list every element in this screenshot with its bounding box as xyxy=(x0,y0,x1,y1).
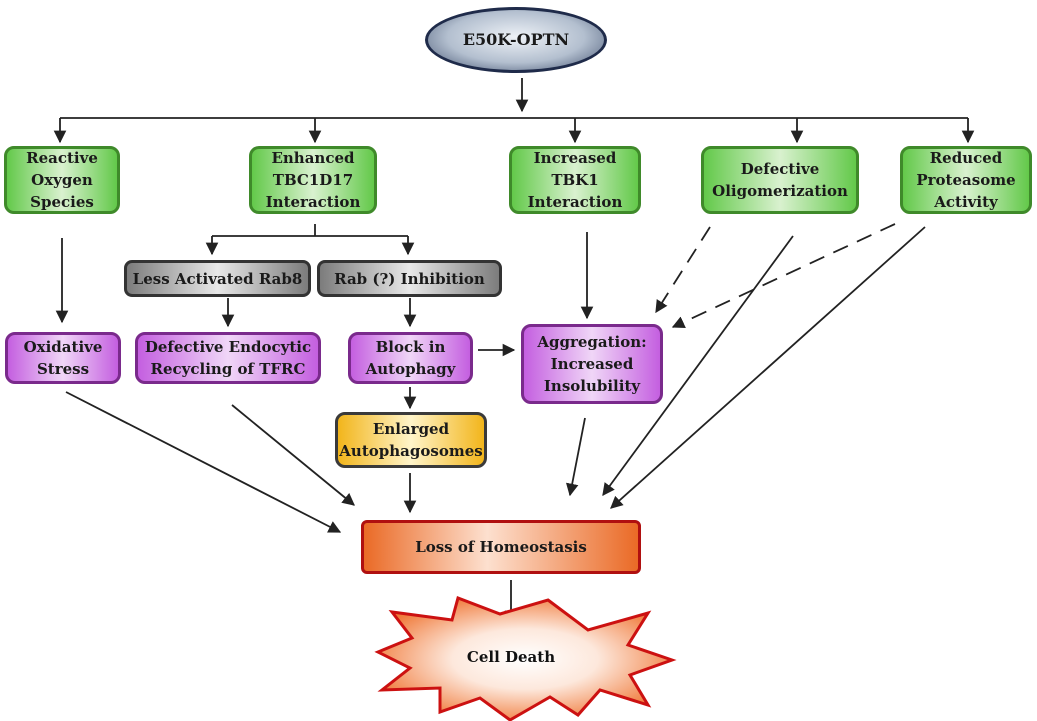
node-enlarged-autophagosomes: Enlarged Autophagosomes xyxy=(335,412,487,468)
node-reduced-proteasome-activity: Reduced Proteasome Activity xyxy=(900,146,1032,214)
root-node-e50k-optn: E50K-OPTN xyxy=(425,7,607,73)
node-oxidative-stress: Oxidative Stress xyxy=(5,332,121,384)
arrow-aggregation-to-homeostasis xyxy=(565,417,586,497)
node-defective-oligomerization: Defective Oligomerization xyxy=(701,146,859,214)
cell-death-star xyxy=(374,596,677,721)
node-defective-endocytic-recycling: Defective Endocytic Recycling of TFRC xyxy=(135,332,321,384)
node-aggregation-increased-insolubility: Aggregation: Increased Insolubility xyxy=(521,324,663,404)
arrow-endocytic-to-homeostasis xyxy=(231,404,355,506)
dashed-oligo-to-aggregation xyxy=(655,226,711,314)
cell-death-label: Cell Death xyxy=(466,648,556,666)
node-loss-of-homeostasis: Loss of Homeostasis xyxy=(361,520,641,574)
node-enhanced-tbc1d17-interaction: Enhanced TBC1D17 Interaction xyxy=(249,146,377,214)
node-increased-tbk1-interaction: Increased TBK1 Interaction xyxy=(509,146,641,214)
node-reactive-oxygen-species: Reactive Oxygen Species xyxy=(4,146,120,214)
dashed-proteasome-to-aggregation xyxy=(671,223,896,328)
arrow-proteasome-to-homeostasis xyxy=(610,226,926,509)
node-block-in-autophagy: Block in Autophagy xyxy=(348,332,473,384)
node-rab-inhibition: Rab (?) Inhibition xyxy=(317,260,502,297)
node-less-activated-rab8: Less Activated Rab8 xyxy=(124,260,311,297)
arrow-oxidative-to-homeostasis xyxy=(65,391,342,533)
arrow-oligo-to-homeostasis xyxy=(602,235,794,497)
